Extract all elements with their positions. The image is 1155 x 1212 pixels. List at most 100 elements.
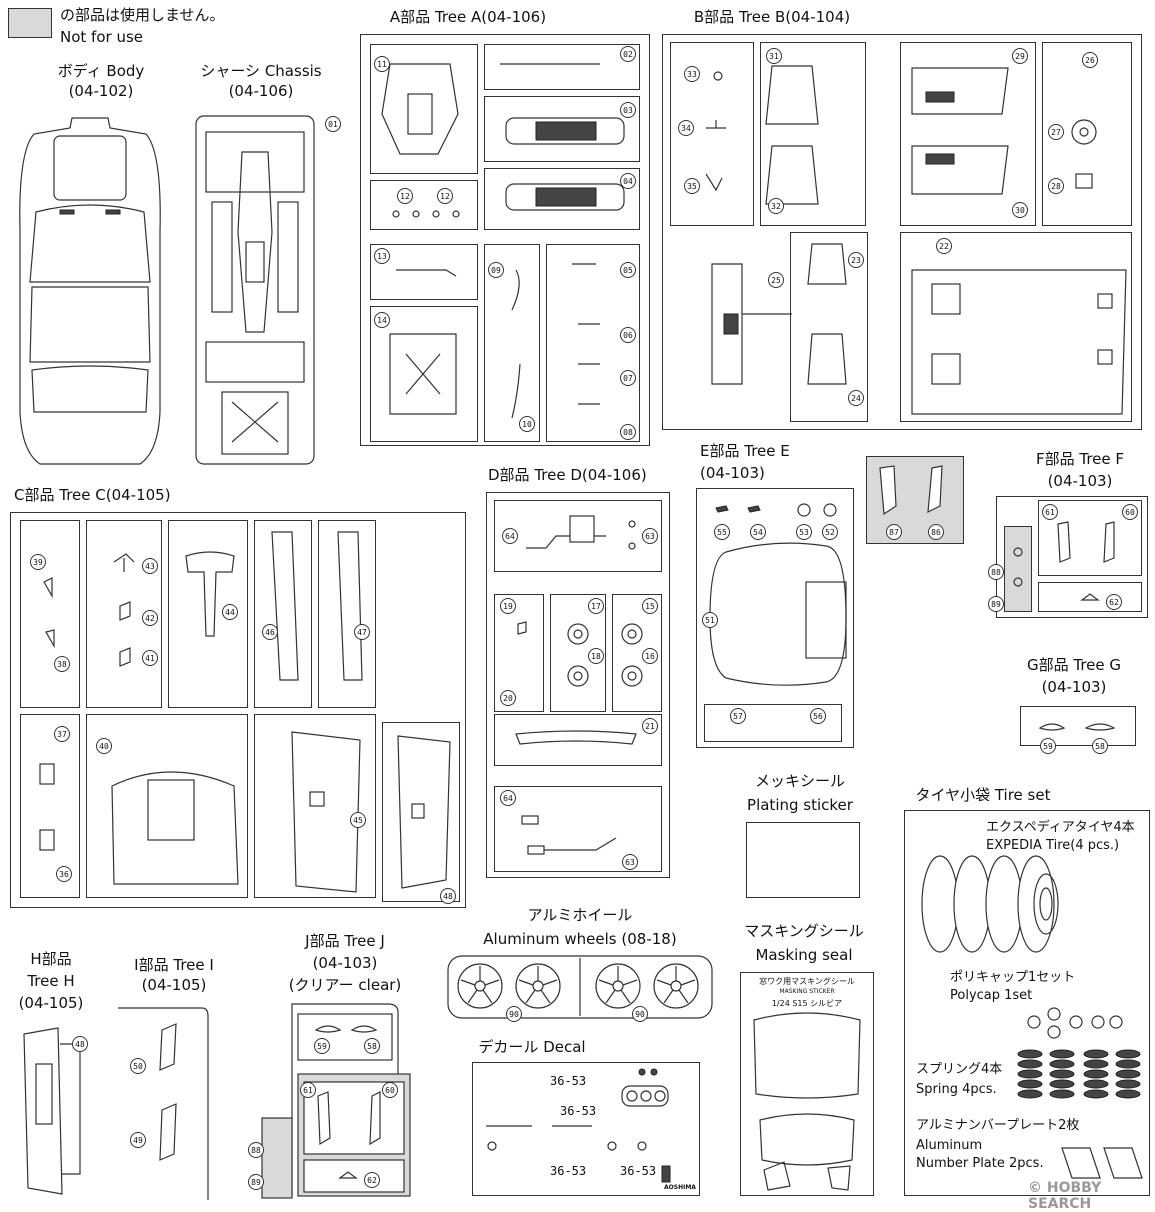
part-b-24: 24 — [848, 390, 864, 406]
part-d-64b: 64 — [500, 790, 516, 806]
tires-tire-jp: エクスペディアタイヤ4本 — [986, 820, 1135, 835]
wheels-title: アルミホイール — [527, 906, 633, 924]
part-d-18: 18 — [588, 648, 604, 664]
plating-sheet — [746, 822, 860, 898]
part-b-31: 31 — [766, 48, 782, 64]
decal-plate-4: 36-53 — [620, 1164, 657, 1178]
tree-j-frame — [261, 1003, 411, 1199]
part-c-44: 44 — [222, 604, 238, 620]
number-plates-drawing — [1061, 1147, 1143, 1179]
part-j-88: 88 — [248, 1142, 264, 1158]
masking-sheet-model: 1/24 S15 シルビア — [771, 999, 843, 1008]
part-a-12a: 12 — [397, 188, 413, 204]
tree-f-code: (04-103) — [1047, 472, 1113, 490]
part-b-23: 23 — [848, 252, 864, 268]
part-f-60: 60 — [1122, 504, 1138, 520]
part-f-62: 62 — [1106, 594, 1122, 610]
part-b-35: 35 — [684, 178, 700, 194]
part-c-43: 43 — [142, 558, 158, 574]
wheels-sub: Aluminum wheels (08-18) — [483, 930, 677, 948]
tree-a-cell-14 — [370, 306, 478, 442]
body-title: ボディ Body — [57, 62, 145, 80]
tires-plate-jp: アルミナンバープレート2枚 — [916, 1118, 1080, 1133]
part-e-54: 54 — [750, 524, 766, 540]
tree-j-code: (04-103) — [312, 954, 378, 972]
part-h-48: 48 — [72, 1036, 88, 1052]
tree-e-parts-drawing — [709, 465, 943, 729]
tires-spring-jp: スプリング4本 — [916, 1062, 1003, 1077]
tree-a-cell-02 — [484, 44, 640, 90]
part-d-17: 17 — [588, 598, 604, 614]
part-f-88: 88 — [988, 564, 1004, 580]
part-e-51: 51 — [702, 612, 718, 628]
part-b-29: 29 — [1012, 48, 1028, 64]
tree-a-cell-09 — [484, 244, 540, 442]
body-code: (04-102) — [68, 82, 134, 100]
tree-c-parts-drawing — [39, 531, 451, 893]
springs-drawing — [1017, 1049, 1141, 1099]
decal-drawing — [486, 1068, 671, 1183]
part-c-39: 39 — [30, 554, 46, 570]
part-d-19: 19 — [500, 598, 516, 614]
tree-i-drawing — [118, 1007, 209, 1200]
part-c-42: 42 — [142, 610, 158, 626]
tires-drawing — [921, 855, 1059, 953]
part-b-26: 26 — [1082, 52, 1098, 68]
masking-title: マスキングシール — [744, 922, 864, 940]
tires-plate-en1: Aluminum — [916, 1138, 983, 1153]
part-a-08: 08 — [620, 424, 636, 440]
part-b-30: 30 — [1012, 202, 1028, 218]
chassis-code: (04-106) — [228, 82, 294, 100]
part-01: 01 — [325, 116, 341, 132]
tree-e-code: (04-103) — [700, 464, 765, 482]
tree-i-code: (04-105) — [141, 976, 207, 994]
masking-drawing — [753, 1012, 861, 1191]
part-a-10: 10 — [519, 416, 535, 432]
tires-spring-en: Spring 4pcs. — [916, 1082, 997, 1097]
tree-j-title: J部品 Tree J — [305, 932, 385, 950]
part-a-06: 06 — [620, 327, 636, 343]
part-c-48: 48 — [440, 888, 456, 904]
part-e-53: 53 — [796, 524, 812, 540]
tires-polycap-jp: ポリキャップ1セット — [950, 970, 1076, 985]
legend-en: Not for use — [60, 28, 143, 46]
tree-f-title: F部品 Tree F — [1035, 450, 1125, 468]
tree-g-parts-drawing — [1038, 723, 1116, 731]
part-c-40: 40 — [96, 738, 112, 754]
decal-plate-2: 36-53 — [560, 1104, 597, 1118]
part-b-25: 25 — [768, 272, 784, 288]
part-a-12b: 12 — [437, 188, 453, 204]
part-f-61: 61 — [1042, 504, 1058, 520]
tree-d-parts-drawing — [515, 515, 643, 855]
part-b-32: 32 — [768, 198, 784, 214]
part-e-52: 52 — [822, 524, 838, 540]
part-d-64a: 64 — [502, 528, 518, 544]
tree-c-cell-39 — [20, 520, 80, 708]
tree-a-cell-12 — [370, 180, 478, 230]
decal-plate-1: 36-53 — [550, 1074, 587, 1088]
part-e-57: 57 — [730, 708, 746, 724]
tree-f-parts-drawing — [1013, 521, 1115, 601]
watermark: © HOBBY SEARCH — [1028, 1180, 1102, 1212]
part-a-11: 11 — [374, 56, 390, 72]
tree-a-title: A部品 Tree A(04-106) — [389, 8, 547, 26]
tree-f-unused-88-89 — [1004, 526, 1032, 612]
tires-plate-en2: Number Plate 2pcs. — [916, 1156, 1044, 1171]
decal-title: デカール Decal — [478, 1038, 586, 1056]
part-c-41: 41 — [142, 650, 158, 666]
part-a-03: 03 — [620, 102, 636, 118]
decal-brand: AOSHIMA — [664, 1184, 696, 1191]
part-a-09: 09 — [488, 262, 504, 278]
tree-h-title2: Tree H — [27, 972, 75, 990]
part-b-33: 33 — [684, 66, 700, 82]
legend-swatch — [8, 8, 52, 38]
part-j-58: 58 — [364, 1038, 380, 1054]
tires-tire-en: EXPEDIA Tire(4 pcs.) — [986, 838, 1120, 853]
part-j-59: 59 — [314, 1038, 330, 1054]
part-a-14: 14 — [374, 312, 390, 328]
part-b-34: 34 — [678, 120, 694, 136]
part-g-58: 58 — [1092, 738, 1108, 754]
tree-c-title: C部品 Tree C(04-105) — [14, 486, 171, 504]
tree-j-sub: (クリアー clear) — [288, 976, 402, 994]
plating-title: メッキシール — [754, 772, 845, 790]
